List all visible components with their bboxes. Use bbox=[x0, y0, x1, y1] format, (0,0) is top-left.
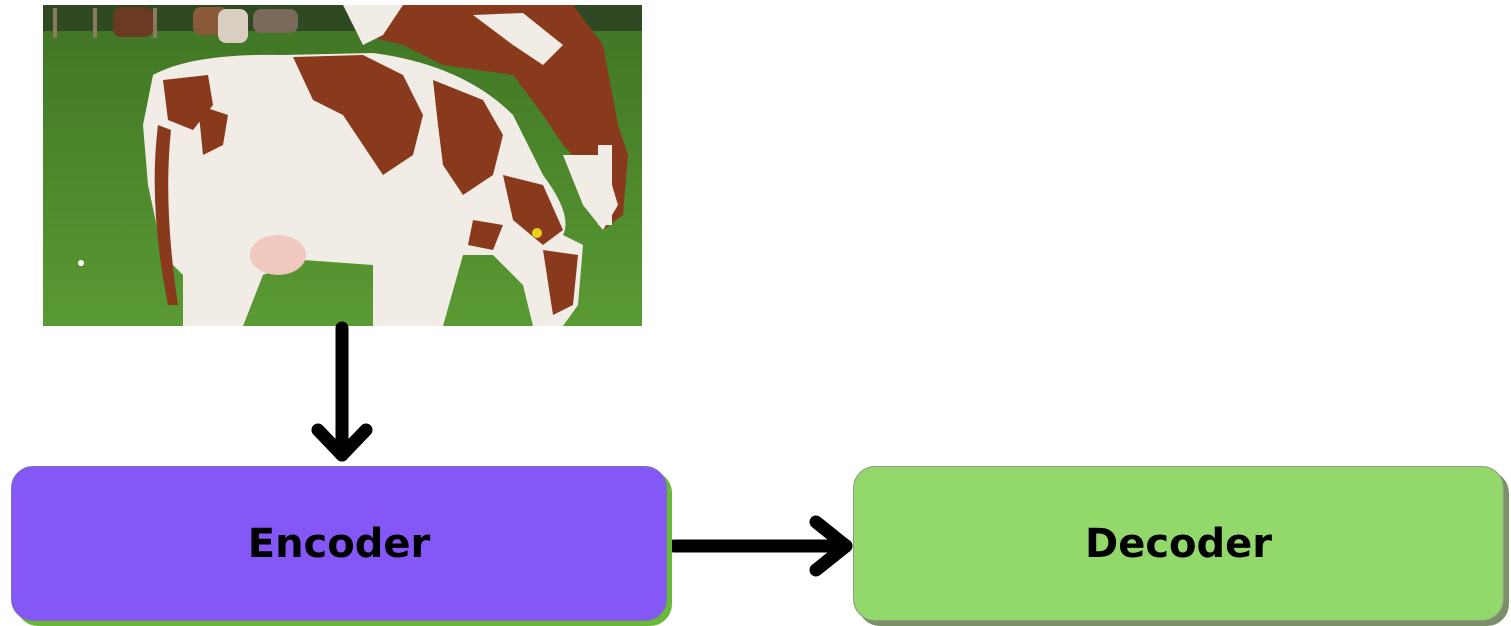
cow-photo bbox=[43, 5, 642, 326]
arrowhead-encoder-to-decoder bbox=[809, 515, 853, 577]
decoder-label: Decoder bbox=[1084, 520, 1272, 567]
decoder-box: Decoder bbox=[853, 466, 1504, 621]
cow-photo-illustration bbox=[43, 5, 642, 326]
front-cow bbox=[143, 53, 583, 326]
distant-cows bbox=[53, 7, 298, 43]
back-cow bbox=[343, 5, 628, 230]
arrowhead-photo-to-encoder bbox=[311, 423, 373, 462]
encoder-label: Encoder bbox=[247, 520, 431, 567]
encoder-box: Encoder bbox=[11, 466, 667, 621]
flower bbox=[78, 260, 84, 266]
